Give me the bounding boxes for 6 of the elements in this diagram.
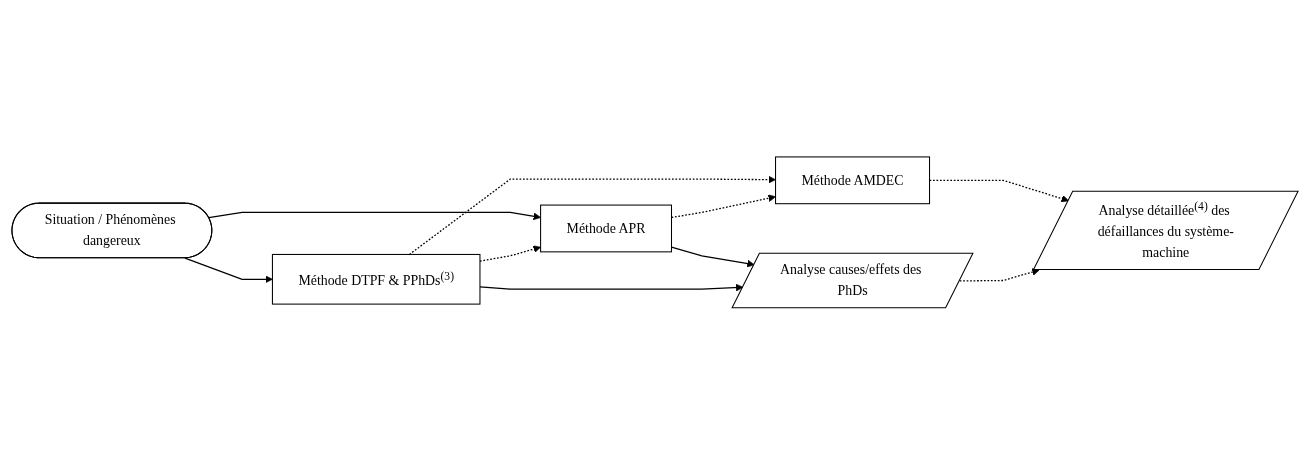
arrow [408,175,776,255]
node-box: Méthode AMDEC [774,156,930,204]
node-box: Méthode APR [539,204,672,252]
arrow [207,211,541,220]
node-box: Méthode DTPF & PPhDs$^{(3)}$ [271,253,480,305]
arrow [958,267,1040,282]
